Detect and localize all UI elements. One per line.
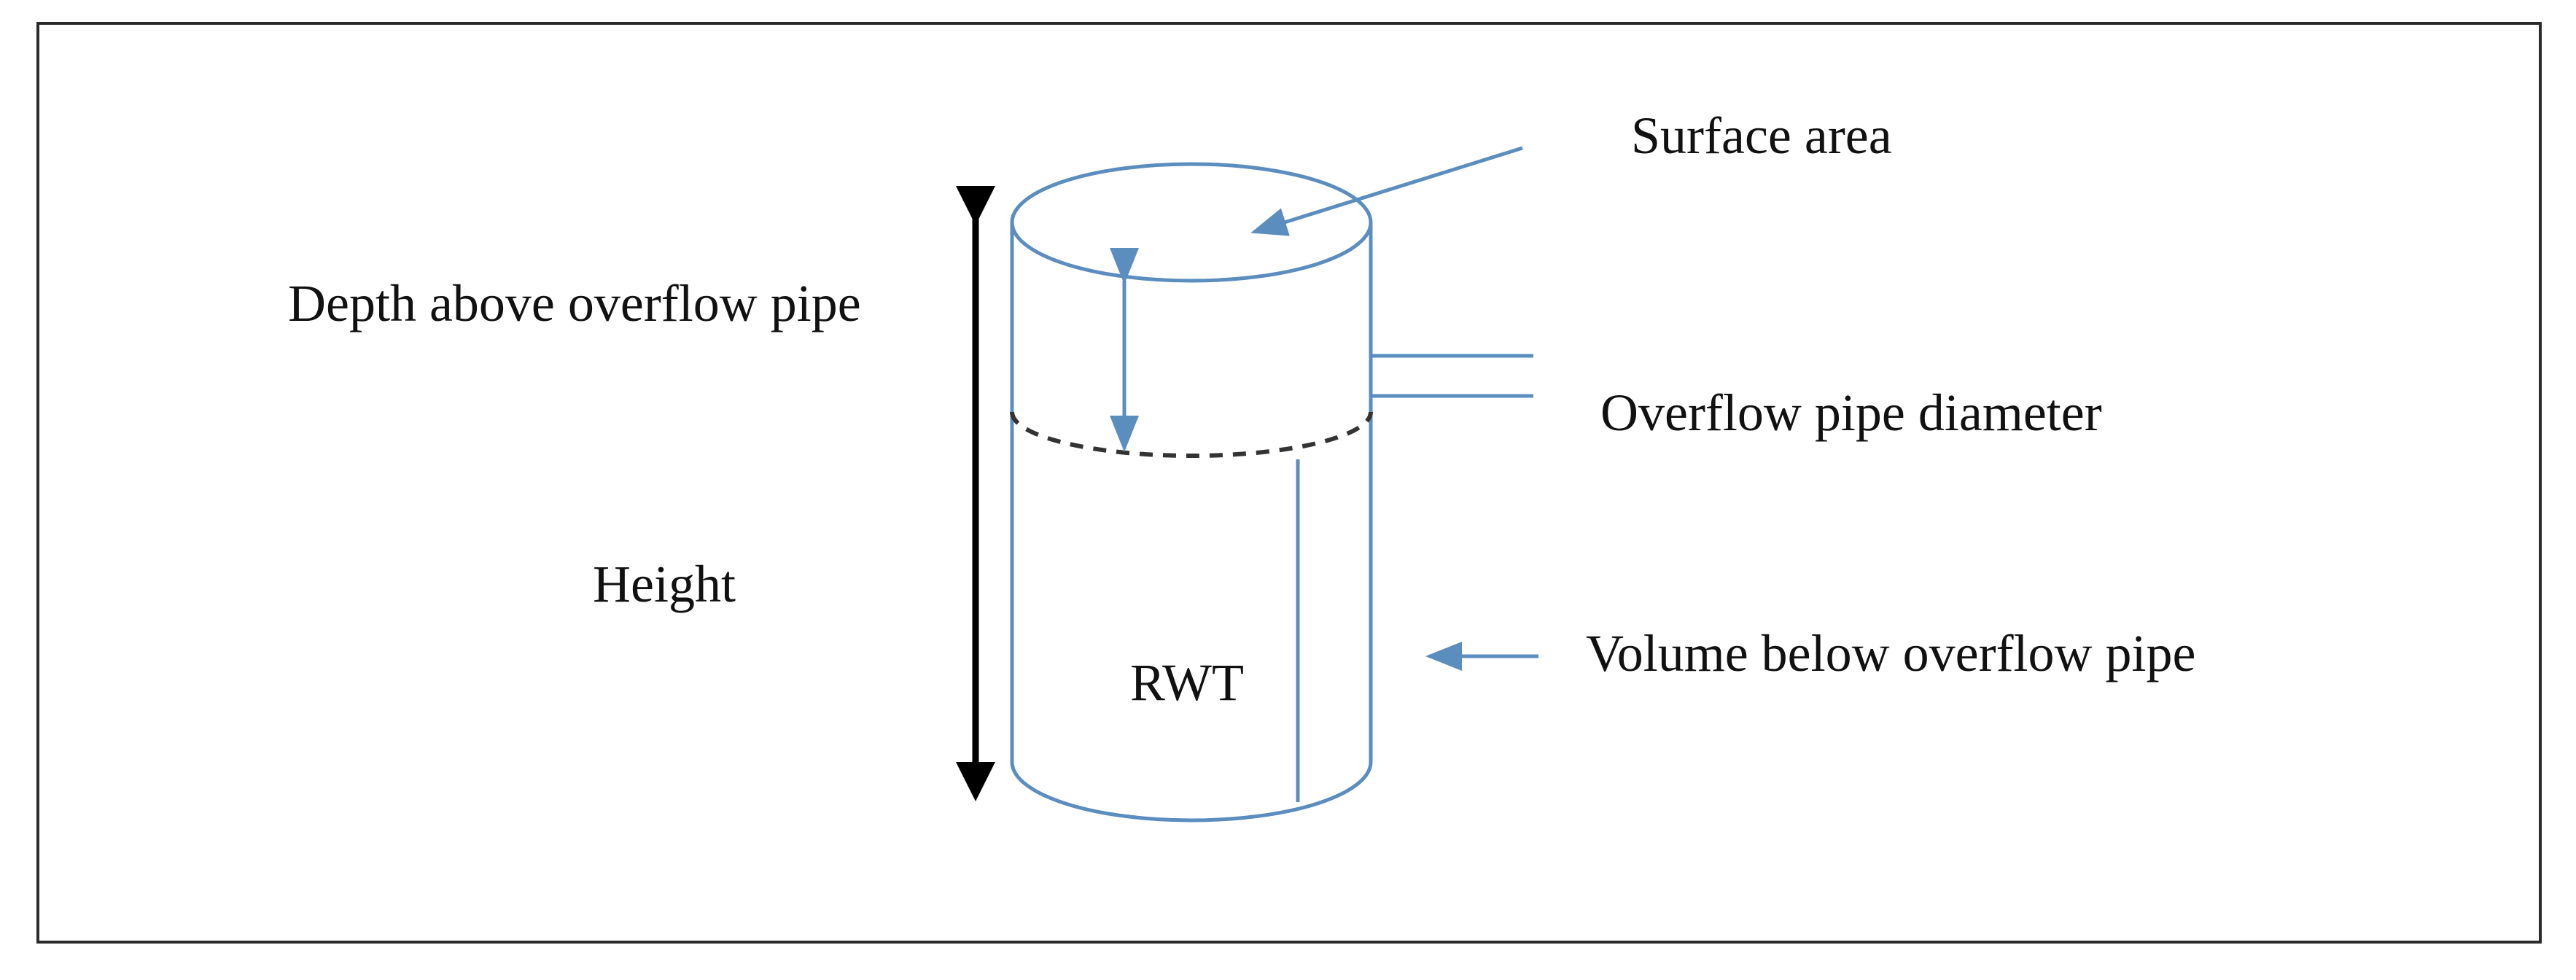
rwt-label: RWT xyxy=(1130,653,1244,712)
depth-above-overflow-pipe-label: Depth above overflow pipe xyxy=(288,274,861,332)
height-label: Height xyxy=(593,555,736,613)
overflow-pipe-icon xyxy=(1371,354,1533,398)
tank-icon xyxy=(1010,162,1373,822)
diagram-frame xyxy=(36,22,2542,944)
overflow-pipe-diameter-label: Overflow pipe diameter xyxy=(1600,384,2102,442)
tank-top-ellipse xyxy=(1010,162,1373,283)
surface-area-label: Surface area xyxy=(1631,106,1892,165)
overflow-level-dashed-line xyxy=(1010,411,1373,458)
tank-bottom-arc xyxy=(1010,761,1373,822)
surface-area-arrow-icon xyxy=(1250,146,1523,236)
volume-below-overflow-pipe-label: Volume below overflow pipe xyxy=(1586,624,2196,682)
